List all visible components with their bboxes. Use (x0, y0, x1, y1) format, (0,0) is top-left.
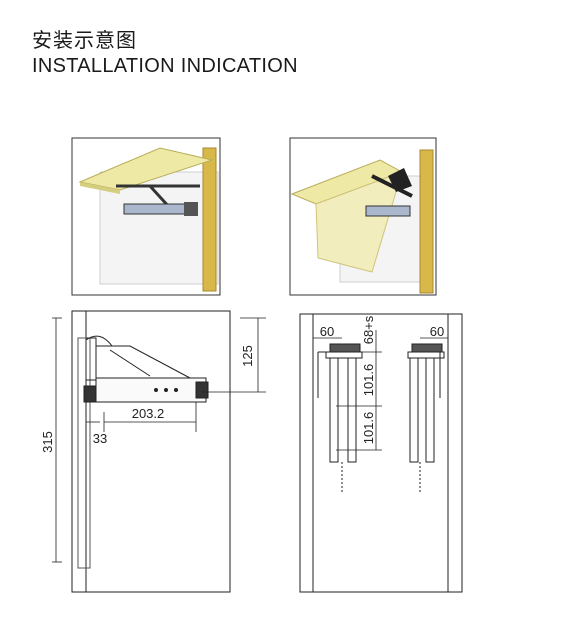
dimension-left-offset: 60 (320, 324, 334, 339)
front-view-dimension-lines (313, 330, 448, 451)
front-view-drawing (299, 313, 463, 593)
dimension-right-offset: 60 (430, 324, 444, 339)
photo-lift-open-right (289, 137, 437, 296)
title-english: INSTALLATION INDICATION (32, 55, 298, 77)
dimension-side-offset: 33 (93, 431, 107, 446)
dimension-hole-spacing-2: 101.6 (361, 412, 376, 445)
dimension-depth: 203.2 (132, 406, 165, 421)
dimension-height-total: 315 (40, 431, 55, 453)
side-view-drawing (71, 310, 231, 593)
photo-lift-open-left (71, 137, 221, 296)
dimension-top-gap: 68+s (361, 315, 376, 344)
side-view-dimension-lines (52, 317, 266, 563)
dimension-top-offset: 125 (240, 345, 255, 367)
title-chinese: 安装示意图 (32, 28, 137, 52)
dimension-hole-spacing-1: 101.6 (361, 364, 376, 397)
